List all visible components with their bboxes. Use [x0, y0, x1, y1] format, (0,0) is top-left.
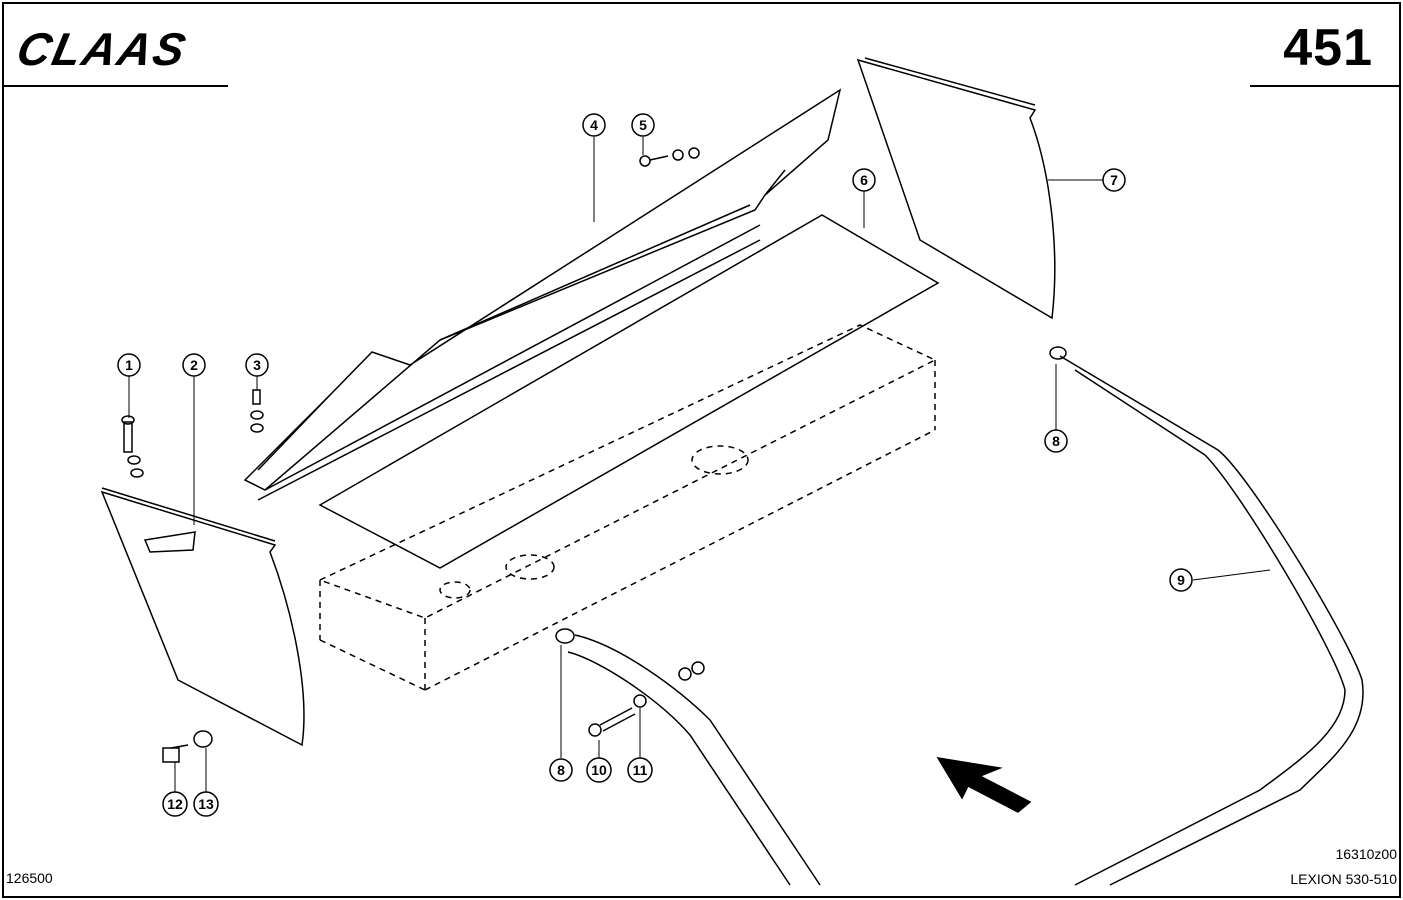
callout-6: 6 [852, 168, 876, 192]
part-drawings [100, 57, 1364, 886]
svg-text:8: 8 [557, 762, 565, 778]
callout-5: 5 [631, 113, 655, 137]
callout-4: 4 [582, 113, 606, 137]
svg-text:8: 8 [1052, 433, 1060, 449]
svg-text:9: 9 [1177, 572, 1185, 588]
svg-text:12: 12 [167, 796, 183, 812]
svg-text:4: 4 [590, 117, 598, 133]
callout-1: 1 [117, 353, 141, 377]
callout-2: 2 [182, 353, 206, 377]
page-number: 451 [1283, 19, 1373, 77]
svg-text:13: 13 [198, 796, 214, 812]
svg-text:6: 6 [860, 172, 868, 188]
leader-lines [128, 137, 1271, 792]
svg-text:5: 5 [639, 117, 647, 133]
callout-9: 9 [1169, 568, 1193, 592]
svg-text:2: 2 [190, 357, 198, 373]
callout-3: 3 [245, 353, 269, 377]
callouts: 1 2 3 4 5 6 7 8 8 9 10 11 12 13 [117, 113, 1193, 817]
callout-11: 11 [627, 757, 653, 783]
svg-text:3: 3 [253, 357, 261, 373]
svg-text:7: 7 [1110, 172, 1118, 188]
svg-text:10: 10 [591, 762, 607, 778]
svg-text:1: 1 [125, 357, 133, 373]
callout-12: 12 [162, 791, 188, 817]
drawing-code: 16310z00 [1335, 846, 1397, 862]
callout-8-upper: 8 [1044, 429, 1068, 453]
callout-8-lower: 8 [549, 758, 573, 782]
callout-10: 10 [586, 757, 612, 783]
callout-13: 13 [193, 791, 219, 817]
model-name: LEXION 530-510 [1290, 871, 1397, 887]
image-reference: 126500 [6, 870, 53, 886]
svg-text:11: 11 [633, 762, 648, 778]
callout-7: 7 [1102, 168, 1126, 192]
